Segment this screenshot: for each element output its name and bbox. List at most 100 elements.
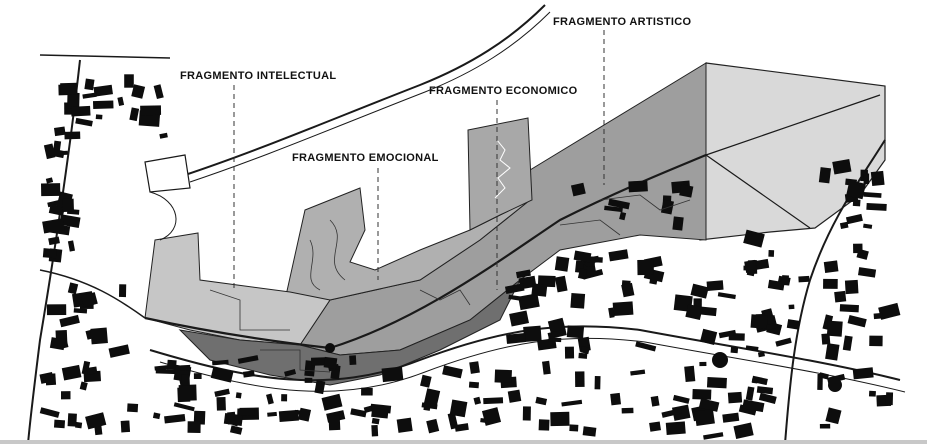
building-block: [449, 399, 468, 418]
building-block: [628, 180, 648, 193]
label-fragmento-emocional: FRAGMENTO EMOCIONAL: [292, 152, 439, 164]
zone-artistico: [699, 62, 886, 241]
building-block: [733, 422, 754, 439]
building-block: [717, 292, 736, 300]
building-block: [718, 329, 737, 339]
building-block: [630, 369, 646, 376]
building-block: [426, 418, 440, 434]
building-block: [767, 279, 785, 291]
building-block: [847, 314, 867, 328]
building-block: [863, 191, 882, 198]
building-block: [86, 366, 98, 375]
building-block: [298, 407, 312, 422]
building-block: [619, 211, 627, 221]
building-block: [727, 391, 743, 404]
building-block: [578, 352, 588, 359]
building-block: [75, 117, 93, 127]
building-block: [844, 279, 859, 295]
building-block: [212, 359, 229, 366]
building-block: [547, 329, 567, 340]
building-block: [181, 374, 190, 386]
building-block: [661, 408, 682, 418]
building-block: [665, 421, 686, 436]
building-block: [235, 392, 242, 399]
building-block: [223, 413, 244, 427]
building-block: [570, 182, 586, 197]
building-block: [85, 412, 107, 430]
building-block: [59, 214, 81, 229]
building-block: [454, 423, 469, 432]
building-block: [480, 417, 488, 424]
buildings: [39, 74, 901, 440]
building-block: [323, 356, 338, 369]
building-block: [266, 393, 274, 405]
building-block: [608, 307, 615, 318]
left-road: [27, 59, 81, 444]
building-block: [481, 407, 502, 426]
building-block: [92, 100, 114, 110]
building-block: [561, 399, 583, 407]
building-block: [42, 218, 65, 234]
building-block: [535, 396, 548, 406]
building-block: [420, 374, 432, 388]
building-block: [82, 92, 97, 99]
building-block: [210, 366, 234, 383]
building-block: [61, 364, 82, 381]
building-block: [569, 424, 579, 432]
building-block: [577, 268, 588, 280]
building-block: [672, 394, 690, 404]
building-block: [698, 398, 720, 412]
building-block: [39, 407, 60, 418]
building-block: [423, 400, 432, 411]
building-block: [846, 180, 866, 200]
building-block: [117, 96, 125, 106]
building-block: [349, 355, 357, 365]
building-block: [870, 170, 885, 187]
building-block: [127, 403, 139, 413]
building-block: [267, 411, 277, 417]
building-block: [48, 236, 60, 246]
building-block: [504, 283, 525, 294]
building-block: [396, 417, 413, 433]
building-block: [193, 373, 202, 380]
building-block: [53, 140, 62, 152]
building-block: [690, 283, 709, 299]
building-block: [706, 377, 727, 389]
building-block: [744, 259, 757, 273]
building-block: [281, 394, 288, 402]
building-block: [621, 407, 634, 414]
building-block: [70, 105, 91, 117]
building-block: [786, 319, 801, 330]
building-block: [608, 249, 629, 262]
building-block: [685, 304, 703, 321]
building-block: [73, 308, 88, 314]
building-block: [768, 249, 775, 257]
label-fragmento-economico: FRAGMENTO ECONOMICO: [429, 85, 578, 97]
building-block: [610, 392, 622, 406]
building-block: [564, 346, 575, 359]
building-block: [381, 366, 404, 383]
building-block: [699, 361, 707, 367]
zone-tower: [467, 117, 533, 231]
building-block: [328, 414, 341, 431]
building-block: [67, 413, 77, 427]
building-block: [818, 167, 832, 184]
building-block: [853, 243, 863, 254]
building-block: [608, 198, 630, 210]
building-block: [694, 408, 715, 427]
building-block: [612, 301, 634, 316]
building-block: [350, 408, 367, 418]
building-block: [518, 293, 540, 311]
building-block: [743, 229, 765, 248]
building-block: [153, 84, 164, 100]
building-block: [49, 337, 66, 351]
building-block: [166, 359, 177, 371]
building-block: [67, 92, 80, 109]
building-block: [825, 407, 842, 425]
building-block: [863, 223, 873, 229]
building-block: [229, 425, 243, 435]
building-block: [869, 335, 883, 347]
building-block: [746, 268, 756, 277]
building-block: [84, 78, 95, 91]
building-block: [509, 310, 530, 327]
